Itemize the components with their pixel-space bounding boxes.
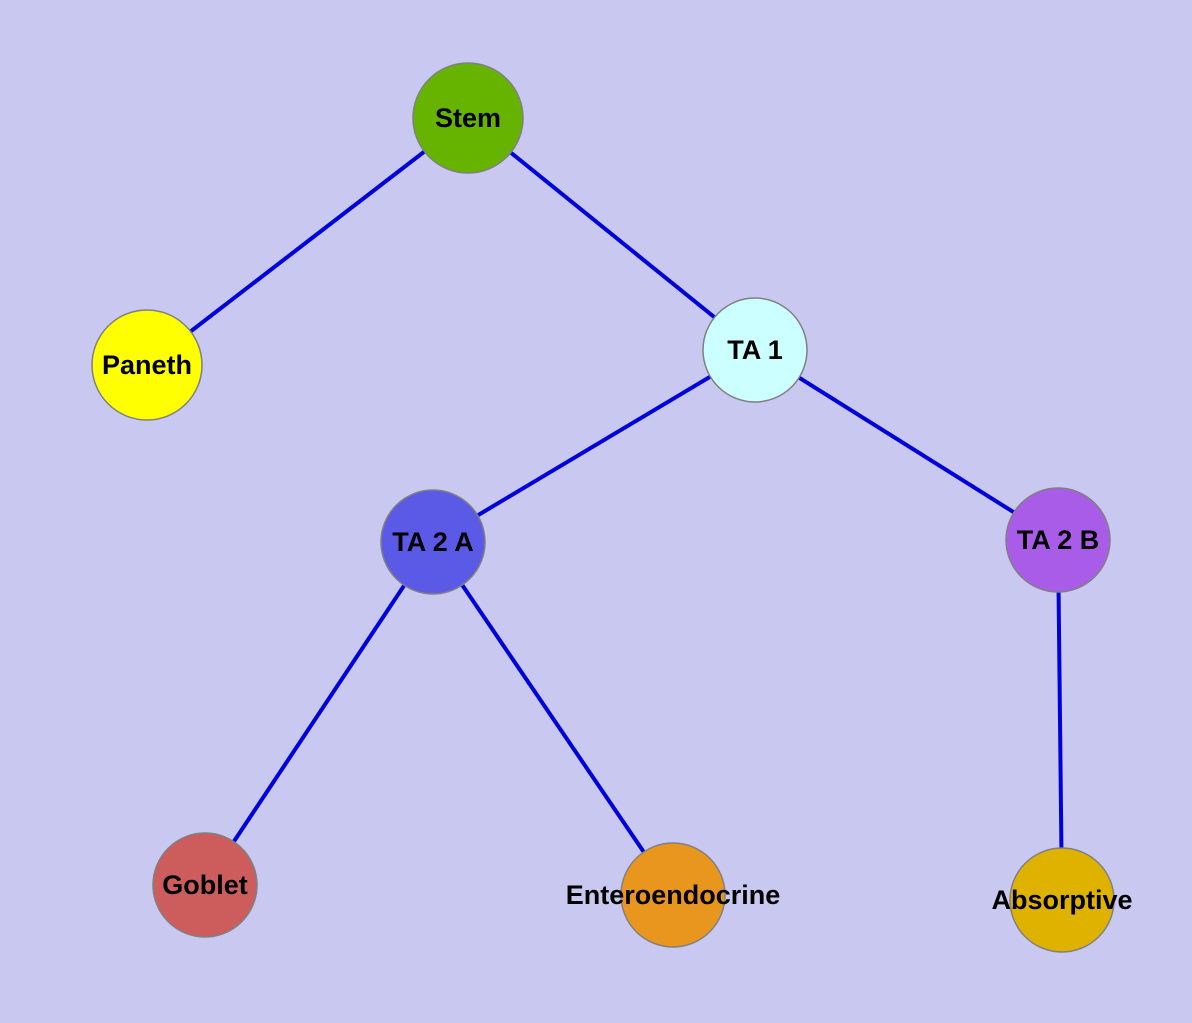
node-label-paneth: Paneth — [102, 350, 192, 380]
node-ta1: TA 1 — [702, 297, 808, 403]
node-ta2b: TA 2 B — [1005, 487, 1111, 593]
node-circle-goblet — [152, 832, 258, 938]
node-circle-ta1 — [702, 297, 808, 403]
node-circle-paneth — [91, 309, 203, 421]
edge-ta2b-absorptive — [1056, 539, 1064, 901]
node-label-ta2b: TA 2 B — [1017, 525, 1100, 555]
node-circle-absorptive — [1009, 847, 1115, 953]
node-label-absorptive: Absorptive — [991, 885, 1132, 915]
node-absorptive: Absorptive — [991, 847, 1133, 953]
node-circle-ta2a — [380, 489, 486, 595]
edge-ta2a-enteroendocrine — [431, 540, 675, 897]
node-enteroendocrine: Enteroendocrine — [566, 842, 781, 948]
node-goblet: Goblet — [152, 832, 258, 938]
node-circle-ta2b — [1005, 487, 1111, 593]
node-paneth: Paneth — [91, 309, 203, 421]
node-circle-stem — [412, 62, 524, 174]
node-label-stem: Stem — [435, 103, 501, 133]
edges-layer — [145, 116, 1064, 901]
node-label-enteroendocrine: Enteroendocrine — [566, 880, 781, 910]
node-label-ta2a: TA 2 A — [392, 527, 474, 557]
edge-ta1-ta2a — [431, 348, 757, 544]
edge-stem-paneth — [145, 116, 470, 367]
node-stem: Stem — [412, 62, 524, 174]
node-circle-enteroendocrine — [620, 842, 726, 948]
edge-ta1-ta2b — [753, 348, 1060, 542]
edge-ta2a-goblet — [203, 540, 435, 887]
node-ta2a: TA 2 A — [380, 489, 486, 595]
edge-stem-ta1 — [466, 116, 757, 352]
node-label-goblet: Goblet — [162, 870, 248, 900]
node-label-ta1: TA 1 — [727, 335, 783, 365]
